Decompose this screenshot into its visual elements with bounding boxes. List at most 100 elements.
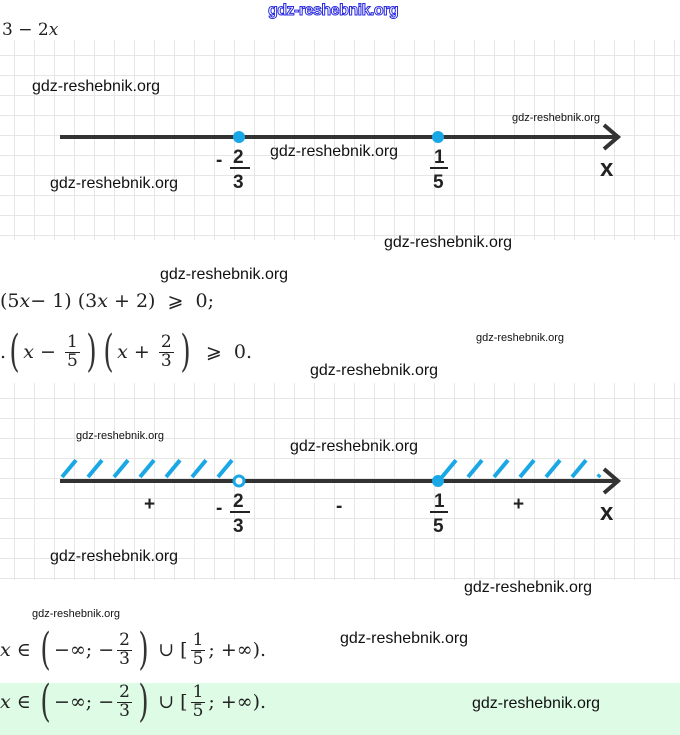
number-line-2: + - + - 2 3 1 5 x xyxy=(60,458,622,537)
hatching xyxy=(60,458,602,479)
axis-arrow-icon xyxy=(602,467,622,495)
t: . xyxy=(0,341,7,363)
hatch-stroke xyxy=(138,458,156,479)
label-num: 1 xyxy=(434,147,445,168)
t: x xyxy=(97,290,108,312)
t: − xyxy=(33,341,62,363)
t: x xyxy=(0,691,11,713)
expr-var: x xyxy=(48,20,59,40)
label-den: 3 xyxy=(233,516,244,537)
t: − 1) (3 xyxy=(30,290,98,312)
number-line-1: - 2 3 1 5 x xyxy=(60,123,622,193)
watermark: gdz-reshebnik.org xyxy=(464,579,593,596)
label-den: 5 xyxy=(433,172,444,193)
t: 2 xyxy=(117,681,132,703)
t: x xyxy=(0,639,11,661)
open-point-minus-two-thirds xyxy=(232,474,246,488)
t: x xyxy=(23,341,34,363)
hatch-stroke xyxy=(466,458,484,479)
t: ∪ [ xyxy=(152,639,188,661)
label-num: 2 xyxy=(233,147,244,168)
t: 1 xyxy=(190,629,206,651)
sign-plus: + xyxy=(513,494,524,515)
watermark: gdz-reshebnik.org xyxy=(290,438,419,455)
axis-label: x xyxy=(600,155,614,182)
t: + xyxy=(127,341,156,363)
axis-arrow-icon xyxy=(602,123,622,151)
t: ( xyxy=(40,624,51,675)
watermark: gdz-reshebnik.org xyxy=(472,695,601,712)
t: + 2) ⩾ 0; xyxy=(107,290,215,312)
watermark: gdz-reshebnik.org xyxy=(310,362,439,379)
t: 1 xyxy=(190,681,206,703)
t: ) xyxy=(138,624,149,675)
sign-minus: - xyxy=(336,496,342,517)
watermark-top: gdz-reshebnik.org xyxy=(267,2,399,20)
t: −∞; − xyxy=(54,691,115,713)
t: ∈ xyxy=(10,639,37,661)
closed-point-one-fifth xyxy=(432,475,444,487)
t: ) xyxy=(180,326,191,377)
t: ( xyxy=(103,326,114,377)
hatch-stroke xyxy=(216,458,234,479)
hatch-stroke xyxy=(190,458,208,479)
t: x xyxy=(19,290,31,312)
hatch-stroke xyxy=(440,458,458,479)
t: ; +∞). xyxy=(208,691,267,713)
watermark: gdz-reshebnik.org xyxy=(32,608,121,620)
t: ∈ xyxy=(10,691,37,713)
t: (5 xyxy=(0,290,20,312)
watermark: gdz-reshebnik.org xyxy=(50,175,179,192)
grid-1 xyxy=(0,40,680,240)
point-minus-two-thirds xyxy=(233,131,245,143)
point-one-fifth xyxy=(432,131,444,143)
t: 1 xyxy=(64,331,80,353)
watermark: gdz-reshebnik.org xyxy=(50,548,179,565)
t: 5 xyxy=(192,648,204,669)
t: x xyxy=(117,341,128,363)
hatch-stroke xyxy=(596,473,602,479)
hatch-stroke xyxy=(112,458,130,479)
t: 5 xyxy=(192,700,204,721)
hatch-stroke xyxy=(544,458,562,479)
watermark: gdz-reshebnik.org xyxy=(32,78,161,95)
hatch-stroke xyxy=(86,458,104,479)
watermark: gdz-reshebnik.org xyxy=(512,112,601,124)
hatch-stroke xyxy=(518,458,536,479)
t: ) xyxy=(138,676,149,727)
t: ; +∞). xyxy=(208,639,267,661)
t: ) xyxy=(86,326,97,377)
watermark: gdz-reshebnik.org xyxy=(384,234,513,251)
t: 3 xyxy=(119,700,130,721)
label-sign: - xyxy=(216,150,222,171)
expr-text: 3 − 2 xyxy=(2,20,49,40)
watermark: gdz-reshebnik.org xyxy=(76,430,165,442)
t: ( xyxy=(40,676,51,727)
t: ( xyxy=(9,326,20,377)
watermark: gdz-reshebnik.org xyxy=(340,630,469,647)
label-den: 5 xyxy=(433,516,444,537)
t: −∞; − xyxy=(54,639,115,661)
label-num: 2 xyxy=(233,491,244,512)
t: ⩾ 0. xyxy=(193,341,253,363)
t: 3 xyxy=(119,648,130,669)
hatch-stroke xyxy=(570,458,588,479)
axis-label: x xyxy=(600,499,614,526)
t: 3 xyxy=(160,350,172,371)
label-sign: - xyxy=(216,498,222,519)
hatch-stroke xyxy=(164,458,182,479)
watermark: gdz-reshebnik.org xyxy=(160,266,289,283)
hatch-stroke xyxy=(60,458,78,479)
t: 2 xyxy=(117,629,132,651)
